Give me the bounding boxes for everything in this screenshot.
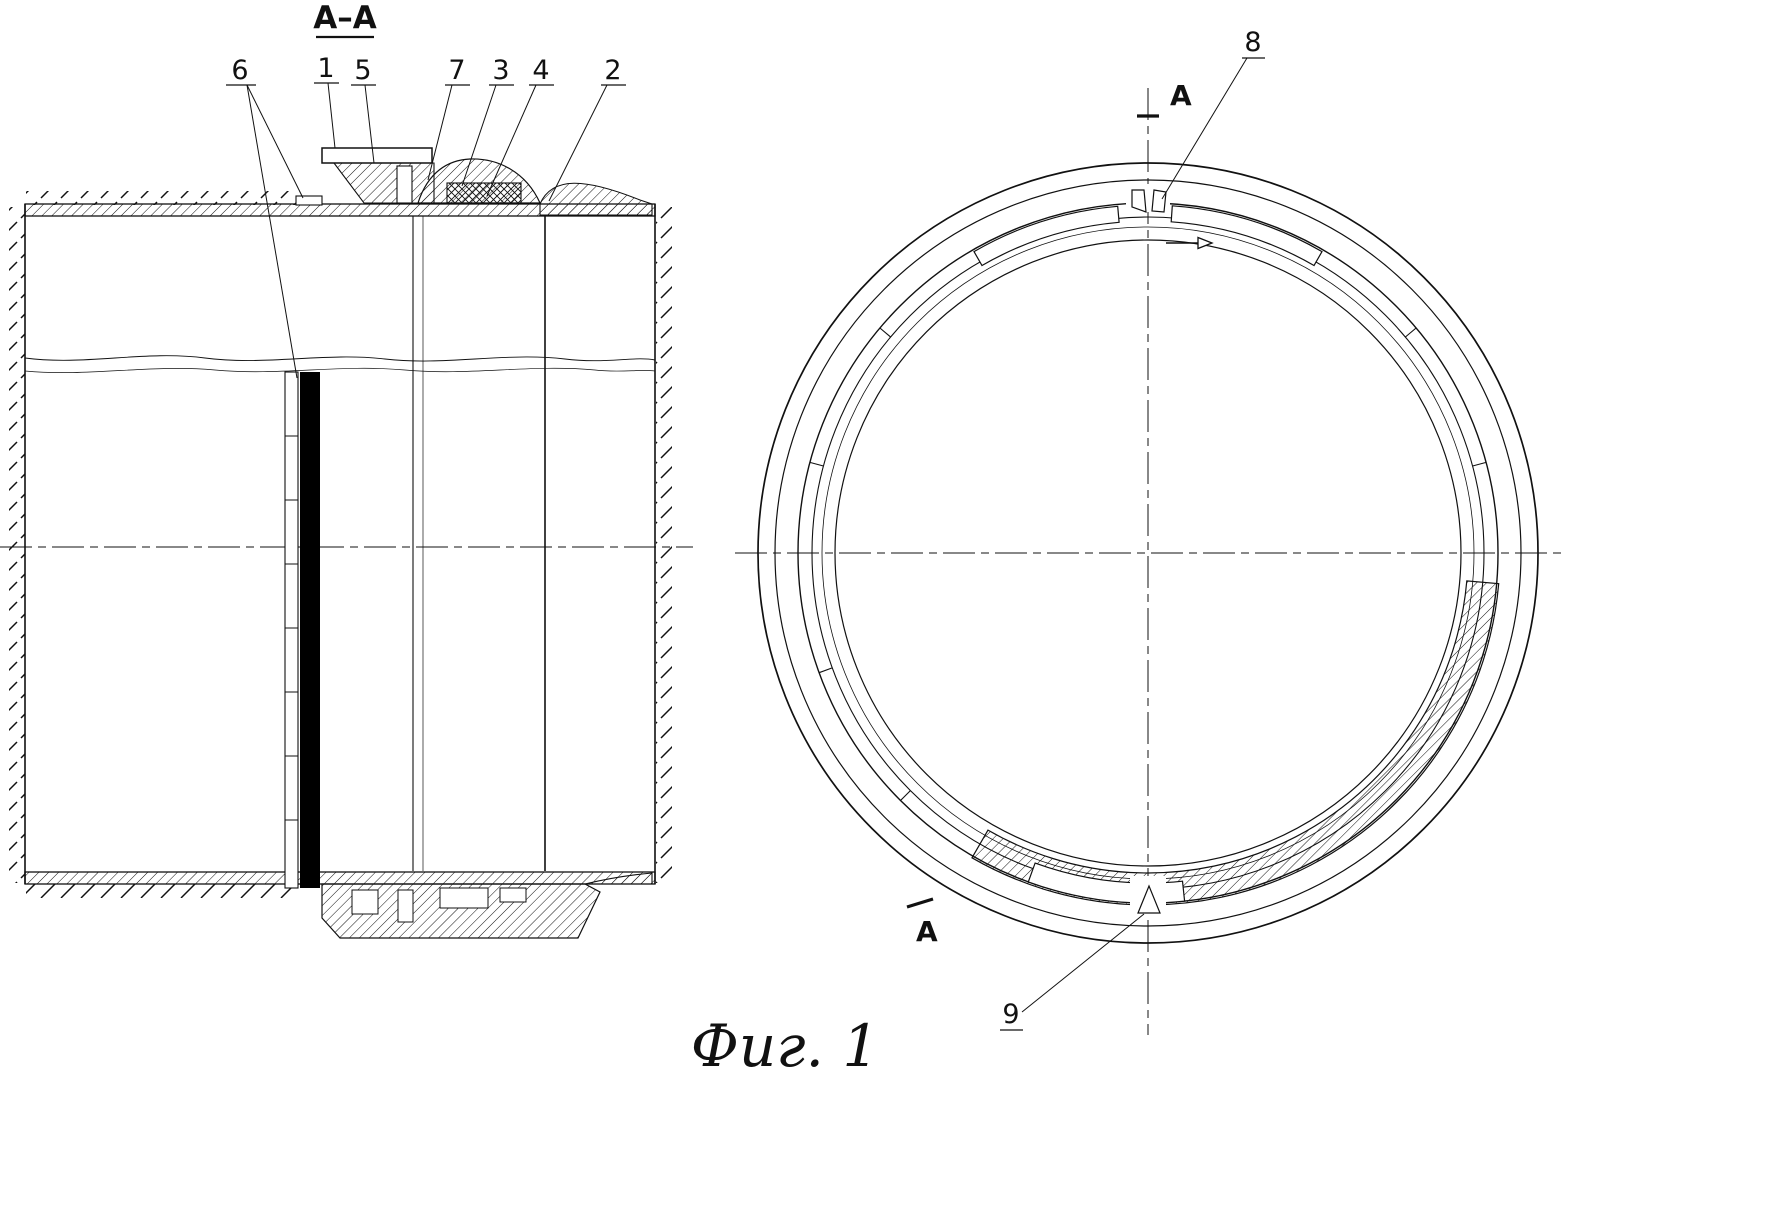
callout-3-label: 3: [492, 55, 509, 86]
band-lock-hook-left: [1131, 189, 1147, 213]
pipe-bottom-wall: [24, 871, 656, 885]
callout-1-leader: [327, 82, 336, 149]
section-mark-top-label: А: [1170, 79, 1192, 112]
callout-5-leader: [364, 84, 375, 164]
callout-7-leader: [427, 84, 453, 181]
callout-8-leader: [1161, 57, 1248, 200]
bottom-cutout-2: [397, 889, 414, 923]
section-title: А–А: [313, 0, 376, 36]
seal-band-body: [300, 372, 320, 888]
seal-band: [284, 195, 323, 889]
band-anchor-step: [295, 195, 323, 206]
coupling-packing-block: [446, 182, 522, 204]
section-mark-bottom-label: А: [916, 915, 938, 948]
callout-5-label: 5: [354, 55, 371, 86]
coupling-slot: [396, 165, 413, 204]
coupling-cap-bar: [321, 147, 433, 164]
callout-1-label: 1: [317, 53, 334, 84]
right-end-view: А А 8 9: [735, 27, 1565, 1035]
callout-6-leader-2: [246, 84, 298, 379]
callout-9-leader: [1021, 913, 1145, 1013]
bottom-edge-ticks: [26, 884, 296, 898]
callout-2-label: 2: [604, 55, 621, 86]
callout-9-label: 9: [1002, 999, 1019, 1030]
bottom-flange: [584, 872, 653, 885]
left-section-view: А–А 6 1 5 7 3 4 2: [0, 0, 693, 939]
clamp-shoe-top-left: [973, 205, 1120, 267]
left-callouts: 6 1 5 7 3 4 2: [226, 53, 626, 379]
pipe-inner-circle: [834, 239, 1462, 867]
top-edge-ticks: [26, 191, 296, 205]
callout-8-label: 8: [1244, 27, 1261, 58]
segment-strip: [284, 371, 299, 889]
band-lock-hook-right: [1151, 189, 1167, 213]
band-segment-joints: [809, 327, 1487, 801]
callout-6-label: 6: [231, 55, 248, 86]
clamp-shoe-top-right: [1170, 205, 1323, 267]
break-line-1: [24, 355, 656, 362]
bottom-cutout-1: [351, 889, 379, 915]
break-line-2: [24, 367, 656, 373]
right-edge-ticks: [656, 207, 672, 883]
callout-3-leader: [461, 84, 497, 187]
callout-2-leader: [548, 84, 608, 202]
coupling-top: [321, 147, 653, 216]
callout-7-label: 7: [448, 55, 465, 86]
band-lock-bottom-notch: [1137, 884, 1161, 914]
band-lock-bottom: [1130, 876, 1166, 914]
band-hatched-sector: [971, 580, 1500, 906]
rotation-arrow-icon: [1166, 236, 1214, 250]
bottom-cutout-4: [499, 887, 527, 903]
coupling-flange: [539, 182, 653, 216]
pipe-outer-circle: [757, 162, 1539, 944]
figure-caption: Фиг. 1: [691, 1012, 880, 1080]
band-lock-top: [1126, 184, 1170, 213]
section-mark-bottom-tick: [906, 897, 934, 909]
pipe-outer-inner-circle: [774, 179, 1522, 927]
callout-4-label: 4: [532, 55, 549, 86]
coupling-bottom: [321, 872, 653, 939]
callout-6-leader-1: [246, 84, 304, 199]
bottom-cutout-3: [439, 887, 489, 909]
callout-4-leader: [486, 84, 537, 197]
left-edge-ticks: [9, 207, 25, 883]
